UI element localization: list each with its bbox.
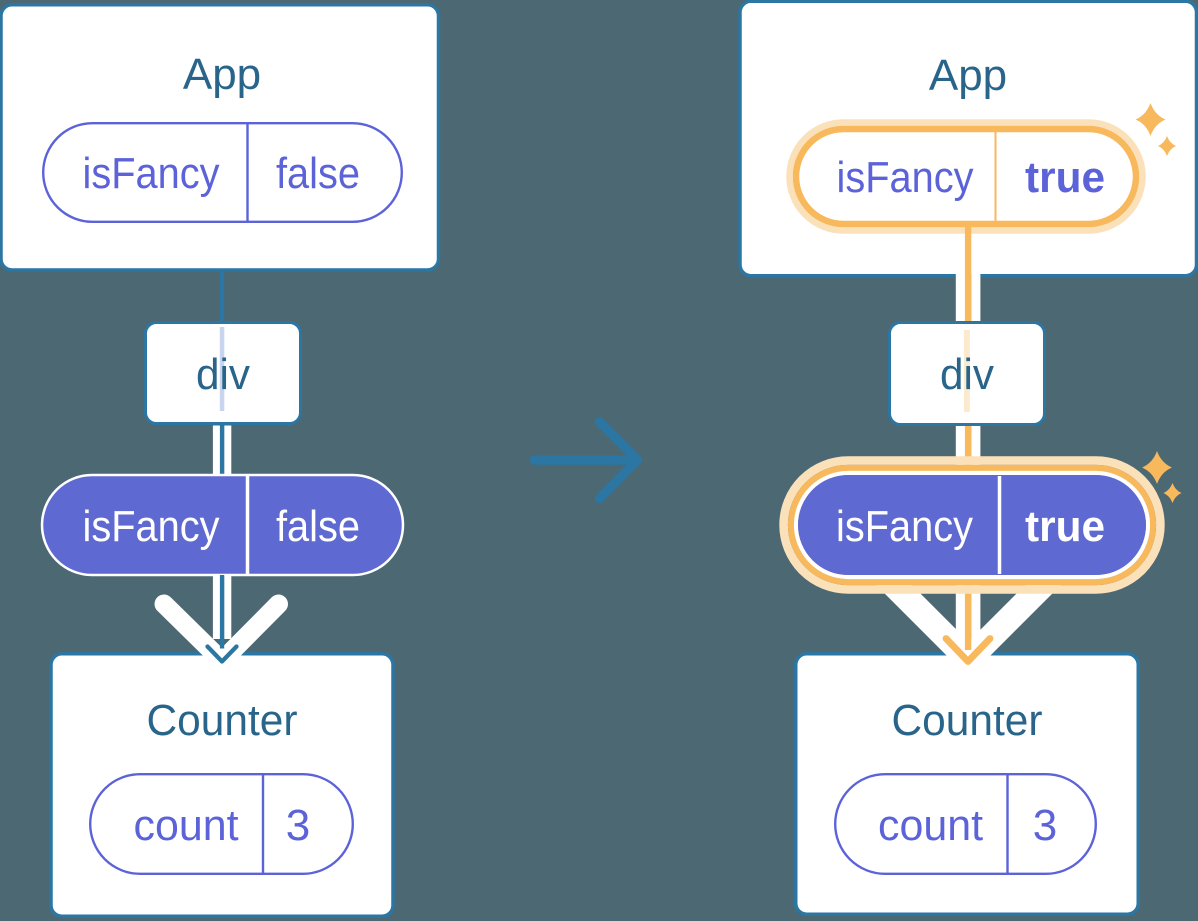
- svg-text:div: div: [196, 350, 250, 399]
- svg-text:true: true: [1025, 502, 1105, 551]
- svg-text:div: div: [940, 350, 994, 399]
- svg-text:count: count: [134, 801, 239, 850]
- svg-text:Counter: Counter: [892, 696, 1043, 745]
- svg-text:App: App: [183, 50, 261, 99]
- svg-text:count: count: [878, 801, 983, 850]
- svg-text:3: 3: [1033, 801, 1057, 850]
- svg-text:false: false: [276, 149, 360, 198]
- svg-text:isFancy: isFancy: [836, 502, 973, 551]
- svg-text:isFancy: isFancy: [837, 153, 974, 202]
- svg-text:isFancy: isFancy: [83, 502, 220, 551]
- svg-text:false: false: [276, 502, 360, 551]
- svg-text:true: true: [1025, 153, 1105, 202]
- svg-text:isFancy: isFancy: [83, 149, 220, 198]
- svg-text:App: App: [929, 51, 1007, 100]
- svg-text:Counter: Counter: [147, 696, 298, 745]
- svg-text:3: 3: [286, 801, 310, 850]
